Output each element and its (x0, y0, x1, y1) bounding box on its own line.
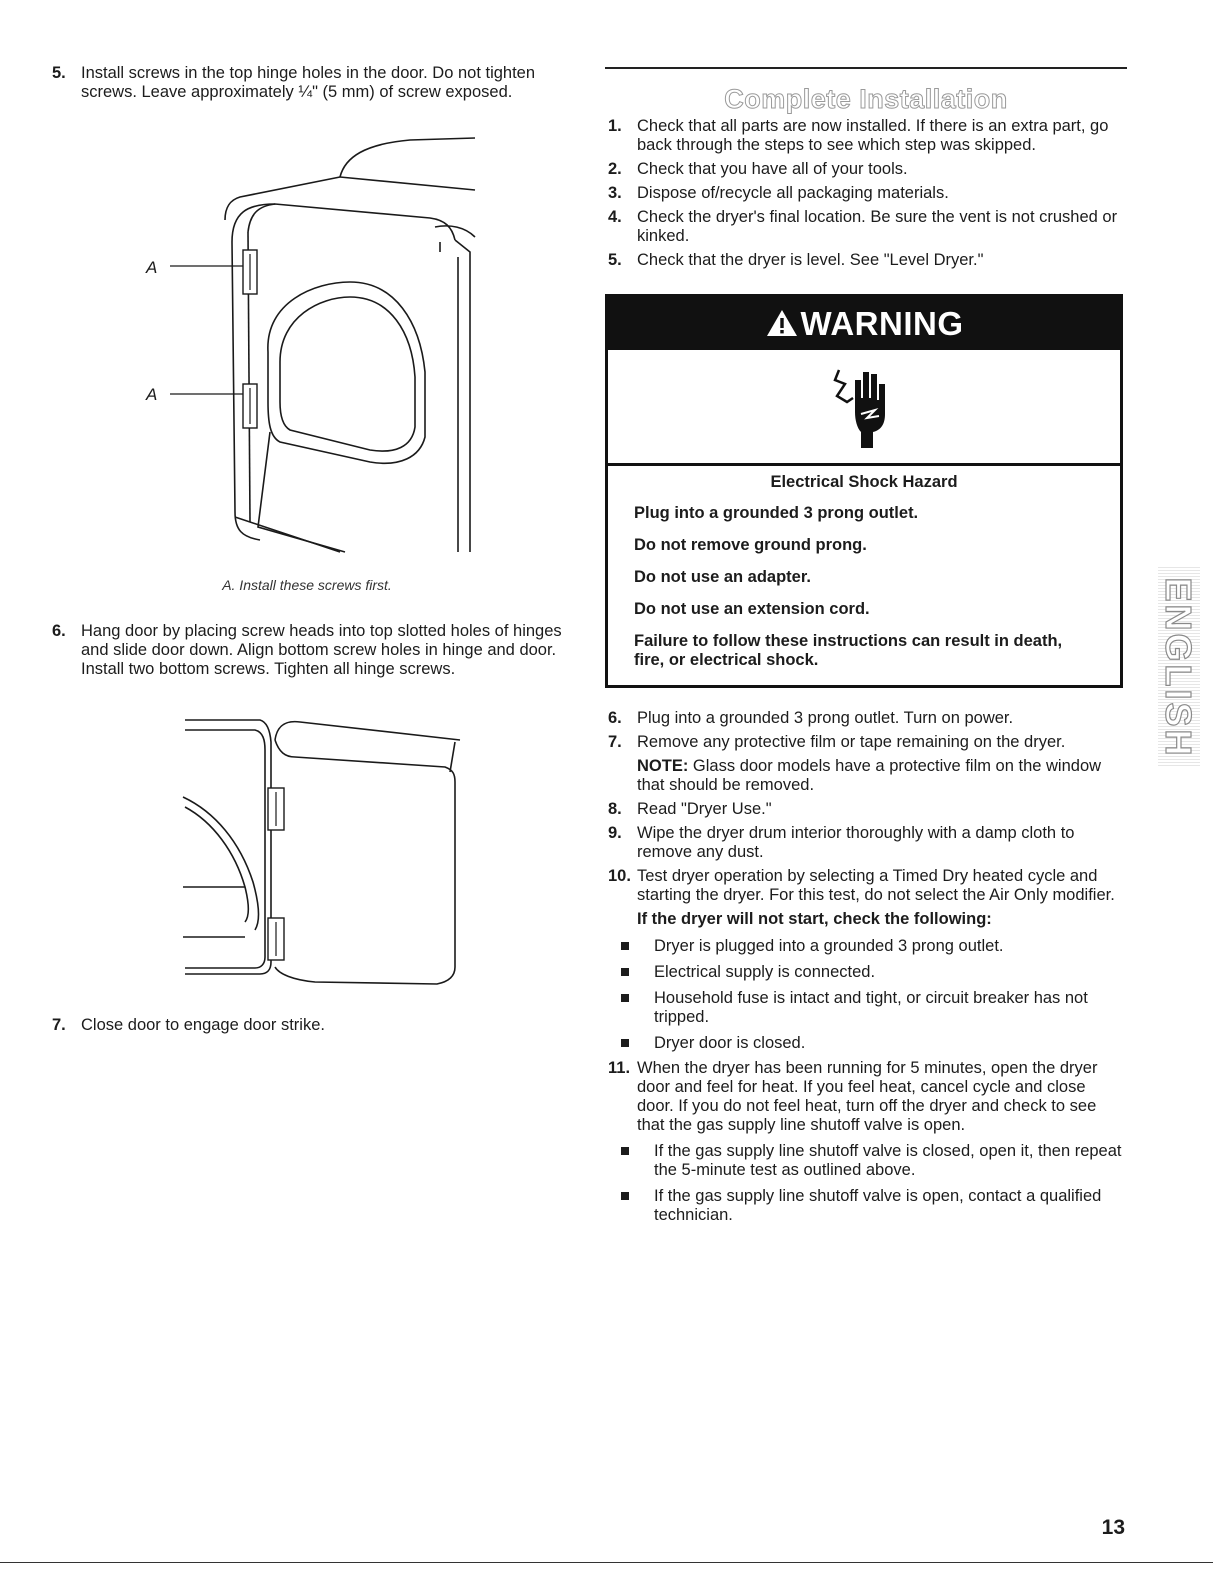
language-tab-label: ENGLISH (1157, 577, 1199, 759)
step-number: 5. (52, 64, 66, 82)
step-6: 6. Hang door by placing screw heads into… (52, 622, 562, 679)
check-heading-text: If the dryer will not start, check the f… (637, 910, 992, 928)
hazard-title: Electrical Shock Hazard (770, 473, 958, 491)
step-text: Check that you have all of your tools. (637, 160, 908, 178)
step-text: Check that all parts are now installed. … (637, 117, 1109, 154)
step-text: Wipe the dryer drum interior thoroughly … (637, 824, 1075, 861)
step-8: 8. Read "Dryer Use." (608, 800, 1124, 819)
step-7: 7. Close door to engage door strike. (52, 1016, 562, 1035)
step-2: 2. Check that you have all of your tools… (608, 160, 1124, 179)
warning-triangle-icon (766, 310, 797, 336)
figure-label-a-upper: A (146, 258, 158, 277)
gas-check-text: If the gas supply line shutoff valve is … (654, 1142, 1122, 1179)
step-text: Read "Dryer Use." (637, 800, 772, 818)
step-1: 1. Check that all parts are now installe… (608, 117, 1124, 155)
step-6: 6. Plug into a grounded 3 prong outlet. … (608, 709, 1124, 728)
step-number: 4. (608, 208, 622, 226)
check-item: Household fuse is intact and tight, or c… (608, 989, 1124, 1027)
step-number: 6. (52, 622, 66, 640)
check-item: Electrical supply is connected. (608, 963, 1124, 982)
warning-header: WARNING (608, 297, 1120, 350)
warning-body: Electrical Shock Hazard Plug into a grou… (608, 466, 1120, 670)
warning-line: Plug into a grounded 3 prong outlet. (634, 504, 919, 522)
check-item-text: Electrical supply is connected. (654, 963, 876, 981)
figure-caption: A. Install these screws first. (222, 577, 392, 593)
step-number: 8. (608, 800, 622, 818)
step-9: 9. Wipe the dryer drum interior thorough… (608, 824, 1124, 862)
step-text: Remove any protective film or tape remai… (637, 733, 1066, 751)
step-text: Dispose of/recycle all packaging materia… (637, 184, 949, 202)
step-4: 4. Check the dryer's final location. Be … (608, 208, 1124, 246)
step-number: 9. (608, 824, 622, 842)
bullet-square-icon (621, 1039, 629, 1047)
check-heading: If the dryer will not start, check the f… (608, 910, 1124, 929)
electric-shock-hand-icon (833, 369, 885, 448)
step-text: Install screws in the top hinge holes in… (81, 64, 536, 101)
step-5: 5. Check that the dryer is level. See "L… (608, 251, 1124, 270)
step-number: 5. (608, 251, 622, 269)
step-text: Hang door by placing screw heads into to… (81, 622, 562, 678)
language-side-tab: ENGLISH (1157, 566, 1200, 766)
gas-check-item: If the gas supply line shutoff valve is … (608, 1187, 1124, 1225)
step-number: 11. (608, 1059, 631, 1077)
step-text: When the dryer has been running for 5 mi… (637, 1059, 1098, 1134)
note-text: Glass door models have a protective film… (637, 757, 1102, 794)
step-number: 10. (608, 867, 631, 885)
step-5: 5. Install screws in the top hinge holes… (52, 64, 562, 102)
gas-check-text: If the gas supply line shutoff valve is … (654, 1187, 1102, 1224)
check-item-text: Household fuse is intact and tight, or c… (654, 989, 1088, 1026)
step-text: Test dryer operation by selecting a Time… (637, 867, 1115, 904)
note: NOTE: Glass door models have a protectiv… (608, 757, 1124, 795)
page-number: 13 (1101, 1516, 1125, 1539)
step-10: 10. Test dryer operation by selecting a … (608, 867, 1124, 905)
step-number: 7. (608, 733, 622, 751)
bullet-square-icon (621, 942, 629, 950)
check-item-text: Dryer is plugged into a grounded 3 prong… (654, 937, 1004, 955)
check-item: Dryer is plugged into a grounded 3 prong… (608, 937, 1124, 956)
right-column-steps-1-5: 1. Check that all parts are now installe… (608, 117, 1124, 270)
check-item-text: Dryer door is closed. (654, 1034, 806, 1052)
warning-line: Do not use an adapter. (634, 568, 811, 586)
gas-check-item: If the gas supply line shutoff valve is … (608, 1142, 1124, 1180)
step-number: 3. (608, 184, 622, 202)
step-number: 6. (608, 709, 622, 727)
check-item: Dryer door is closed. (608, 1034, 1124, 1053)
bullet-square-icon (621, 968, 629, 976)
dryer-hinge-screws-illustration (170, 137, 476, 553)
warning-box: WARNING Electrical Shock Hazard Plug int… (605, 294, 1123, 688)
step-7: 7. Remove any protective film or tape re… (608, 733, 1124, 752)
warning-title: WARNING (800, 305, 964, 342)
step-text: Plug into a grounded 3 prong outlet. Tur… (637, 709, 1014, 727)
step-text: Check the dryer's final location. Be sur… (637, 208, 1118, 245)
warning-line: Do not remove ground prong. (634, 536, 867, 554)
step-3: 3. Dispose of/recycle all packaging mate… (608, 184, 1124, 203)
step-number: 2. (608, 160, 622, 178)
step-number: 7. (52, 1016, 66, 1034)
section-title: Complete Installation (724, 84, 1008, 115)
bullet-square-icon (621, 1192, 629, 1200)
section-rule (605, 67, 1127, 69)
step-11: 11. When the dryer has been running for … (608, 1059, 1124, 1135)
right-column-steps-6-11: 6. Plug into a grounded 3 prong outlet. … (608, 709, 1124, 1225)
bottom-rule (0, 1562, 1213, 1563)
shock-icon-area (608, 350, 1120, 466)
bullet-square-icon (621, 1147, 629, 1155)
door-hanging-illustration (182, 719, 461, 985)
left-column: 5. Install screws in the top hinge holes… (52, 64, 562, 102)
warning-line: Failure to follow these instructions can… (634, 632, 1063, 669)
bullet-square-icon (621, 994, 629, 1002)
warning-line: Do not use an extension cord. (634, 600, 870, 618)
step-text: Close door to engage door strike. (81, 1016, 325, 1034)
step-text: Check that the dryer is level. See "Leve… (637, 251, 984, 269)
left-column-step-6-container: 6. Hang door by placing screw heads into… (52, 622, 562, 679)
step-number: 1. (608, 117, 622, 135)
left-column-step-7-container: 7. Close door to engage door strike. (52, 1016, 562, 1035)
note-label: NOTE: (637, 757, 689, 775)
figure-label-a-lower: A (146, 385, 158, 404)
